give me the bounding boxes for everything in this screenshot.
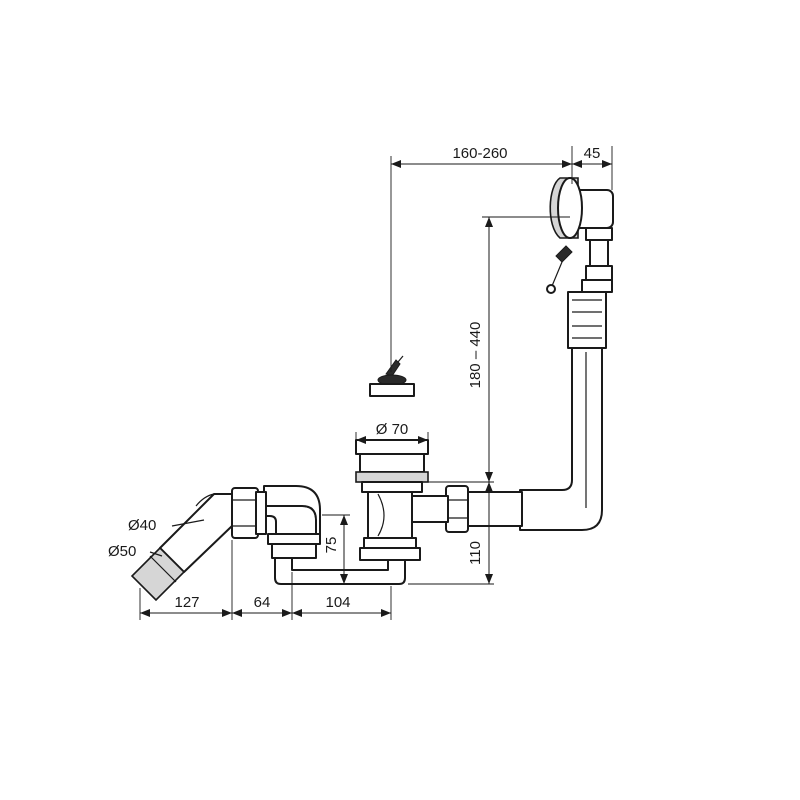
dim-overflow-offset: 45 (572, 145, 613, 190)
dim-trap-depth: 75 (322, 514, 350, 584)
outlet-length-label: 127 (174, 594, 199, 611)
waste-diameter-label: Ø 70 (376, 421, 409, 438)
outlet-diameter-labels: Ø40 Ø50 (108, 517, 205, 560)
outlet-outer-diameter-label: Ø50 (108, 543, 136, 560)
dim-bottom-chain: 127 64 104 (139, 540, 392, 620)
dim-overflow-range: 160-260 (390, 145, 573, 372)
dim-waste-diameter: Ø 70 (355, 421, 429, 452)
outlet-pipe (130, 493, 233, 602)
height-range-label: 180 – 440 (467, 322, 484, 389)
trap-height-label: 110 (467, 541, 484, 565)
dim-trap-height: 110 (408, 481, 494, 585)
overflow-pipe (519, 291, 607, 531)
overflow-connector (409, 485, 523, 533)
trap-depth-label: 75 (323, 537, 340, 554)
outlet-inner-diameter-label: Ø40 (128, 517, 156, 534)
overflow-offset-label: 45 (584, 145, 601, 162)
trap-pipe (274, 555, 406, 585)
waste-plug (369, 355, 415, 397)
trap-left-leg (263, 485, 321, 559)
waste-body (355, 439, 429, 561)
overflow-range-label: 160-260 (452, 145, 507, 162)
trap-length-label: 104 (325, 594, 350, 611)
overflow-head (546, 177, 614, 294)
elbow-length-label: 64 (254, 594, 271, 611)
union-nut (231, 487, 267, 539)
dim-height-range: 180 – 440 (467, 216, 570, 482)
